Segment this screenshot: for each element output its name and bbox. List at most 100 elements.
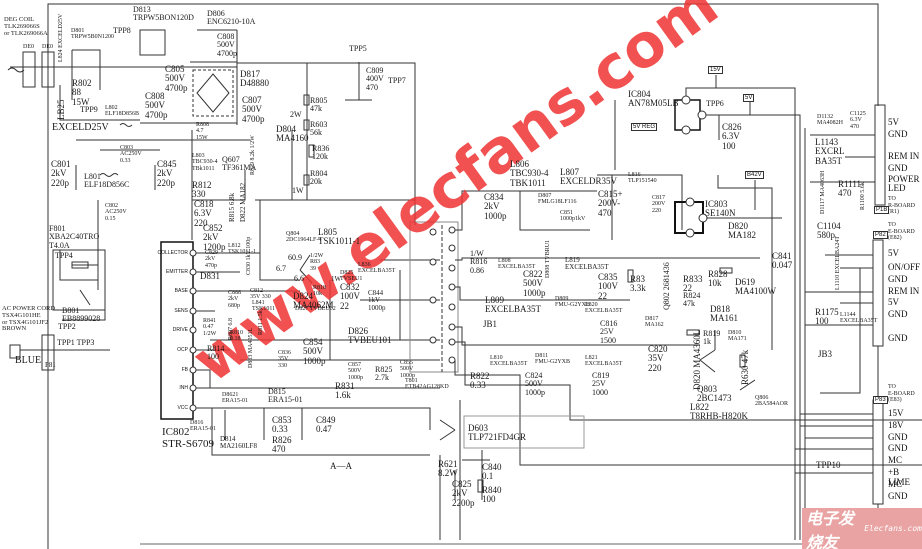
connector-p82-pin-label: 5V — [888, 297, 899, 307]
label-d817: D817 — [240, 69, 260, 79]
label-r83a: 39 — [310, 265, 316, 272]
label-tpp6: TPP6 — [706, 99, 724, 108]
ic802-pin-ocp: OCP — [177, 347, 188, 353]
label-d816: ERA15-01 — [190, 426, 216, 433]
connector-p83-pin-label: MC — [888, 455, 903, 465]
label-l807: EXCELDR35V — [560, 176, 617, 187]
label-c824: C824 — [525, 371, 543, 380]
label-q804: 2DC1964LF-4 — [286, 237, 322, 244]
label-v67: 6.7 — [276, 264, 286, 273]
label-l809: L809 — [485, 295, 504, 305]
ic802-pin-inh: INH — [179, 385, 188, 391]
label-r805: 47k — [310, 104, 322, 114]
label-c845: 2kV — [157, 168, 173, 179]
label-r1111: 470 — [838, 188, 852, 199]
label-d825: TVSEU1 — [340, 276, 363, 283]
connector-p83-destination: E-BOARD — [888, 390, 915, 397]
label-c1104: 580p — [817, 230, 835, 241]
label-r831: 1.6k — [335, 390, 351, 401]
label-r824: R824 — [683, 291, 701, 300]
label-d8621: D8621 — [222, 392, 239, 398]
label-d807: FMLG18LF116 — [538, 199, 577, 206]
label-deg-coil: DEG COIL — [4, 16, 35, 23]
label-l819: L819 — [565, 256, 580, 264]
label-c808b: C808 — [145, 91, 165, 101]
label-r804: R804 — [310, 169, 328, 178]
label-d822: D822 MA182 — [239, 182, 247, 222]
label-d619: MA4100W — [735, 286, 776, 297]
label-c817: 220 — [652, 207, 661, 214]
label-c829: 470p — [205, 262, 217, 269]
label-c801: C801 — [51, 159, 71, 169]
label-l1143: L1143 — [815, 137, 839, 147]
label-d808: D808 TVBRU1 — [545, 239, 551, 278]
label-c805: 500V — [165, 73, 185, 84]
label-d809: D809 — [555, 296, 569, 302]
label-c852: 1200p — [203, 241, 226, 252]
label-d809: FMU-G2YXB — [555, 302, 591, 309]
label-q803: 2BC1473 — [697, 393, 732, 404]
label-c834: 2kV — [484, 201, 500, 212]
label-d603: D603 — [468, 423, 488, 433]
label-c836: C836 — [278, 350, 292, 356]
label-r812: 330 — [192, 189, 206, 200]
label-c851: 1000p1kV — [560, 216, 586, 223]
label-l841: L841 — [252, 300, 265, 306]
label-d815: ERA15-01 — [268, 395, 303, 405]
label-c807: 4700p — [242, 113, 265, 124]
label-l803: TBk1011 — [192, 165, 215, 172]
label-c834: C834 — [484, 192, 504, 202]
label-d815: D815 — [268, 387, 286, 396]
label-d619: D619 — [735, 277, 755, 287]
label-r83b: R83 — [630, 274, 646, 284]
connector-p82-destination: (E82) — [888, 235, 902, 241]
label-q803: Q803 — [697, 384, 717, 394]
label-f801: F801 — [49, 224, 66, 233]
label-c888: 2kV — [228, 296, 239, 303]
label-d806: D806 — [207, 9, 225, 18]
connector-p1b-destination: TO — [888, 196, 896, 202]
label-r621: R621 — [438, 459, 458, 469]
label-l801: ELF18D856C — [84, 180, 130, 190]
connector-p1b-pin-label: GND — [888, 163, 908, 173]
label-c844: C844 — [368, 289, 384, 297]
label-c808a: C808 — [217, 32, 235, 41]
label-l1143: BA35T — [815, 155, 842, 166]
label-c819: C819 — [592, 371, 610, 380]
label-l821: L821 — [585, 355, 598, 361]
label-c807: C807 — [242, 95, 262, 105]
label-c855: C855 — [400, 360, 414, 366]
label-c836: 35V — [278, 356, 289, 363]
connector-p82-pin-label: GND — [888, 274, 908, 284]
fuse-f801 — [71, 261, 89, 269]
connector-p1b-pin-label: LED — [888, 183, 906, 193]
label-ac: BROWN — [2, 325, 27, 333]
label-l812: TSK1011-1 — [228, 249, 257, 256]
label-r802: 88 — [72, 87, 81, 98]
connector-p82-pin-label: GND — [888, 309, 908, 319]
connector-p83-pin-label: GND — [888, 491, 908, 501]
connector-p82-tag: P82 — [873, 231, 888, 239]
label-c815: 200V- — [598, 198, 621, 209]
label-l816: L816 — [628, 172, 641, 178]
label-d818: D818 — [710, 304, 730, 314]
label-d811: D811 — [535, 353, 549, 359]
label-c829: 2kV — [205, 256, 216, 263]
label-b801: B801 — [62, 306, 80, 315]
label-l808: L808 — [498, 258, 511, 264]
label-l824: L824 EXCELD25V — [58, 13, 64, 62]
label-r621: 8.2W — [438, 468, 458, 479]
label-c1125: C1125 — [850, 111, 866, 117]
label-d817b: D817 — [645, 316, 659, 322]
label-r833: R833 — [683, 274, 703, 284]
deg-connector-2 — [41, 51, 55, 88]
label-c803: AC250V — [120, 151, 142, 158]
label-aa: A—A — [330, 461, 352, 471]
label-d801: D801 — [71, 28, 85, 34]
label-d1117: D1117 MA4063H — [820, 170, 826, 214]
label-c888: C888 — [228, 290, 242, 296]
label-c854: 500V — [303, 346, 323, 357]
label-l821: EXCELBA35T — [585, 361, 623, 368]
connector-p83-pin-label: 18V — [888, 420, 904, 430]
